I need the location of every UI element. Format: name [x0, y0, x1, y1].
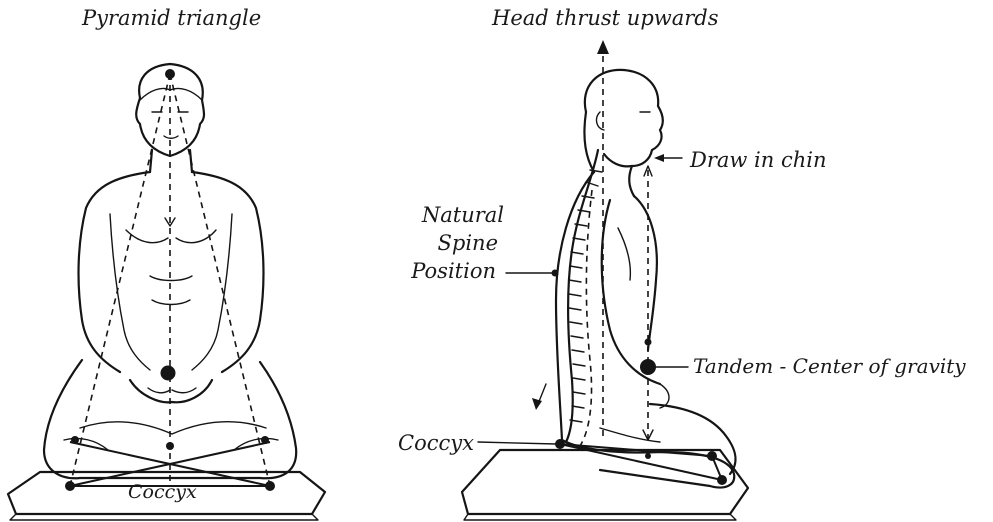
spine — [566, 150, 598, 442]
front-view-figure — [8, 64, 325, 520]
side-cushion — [462, 450, 748, 514]
side-view-figure — [462, 40, 748, 520]
